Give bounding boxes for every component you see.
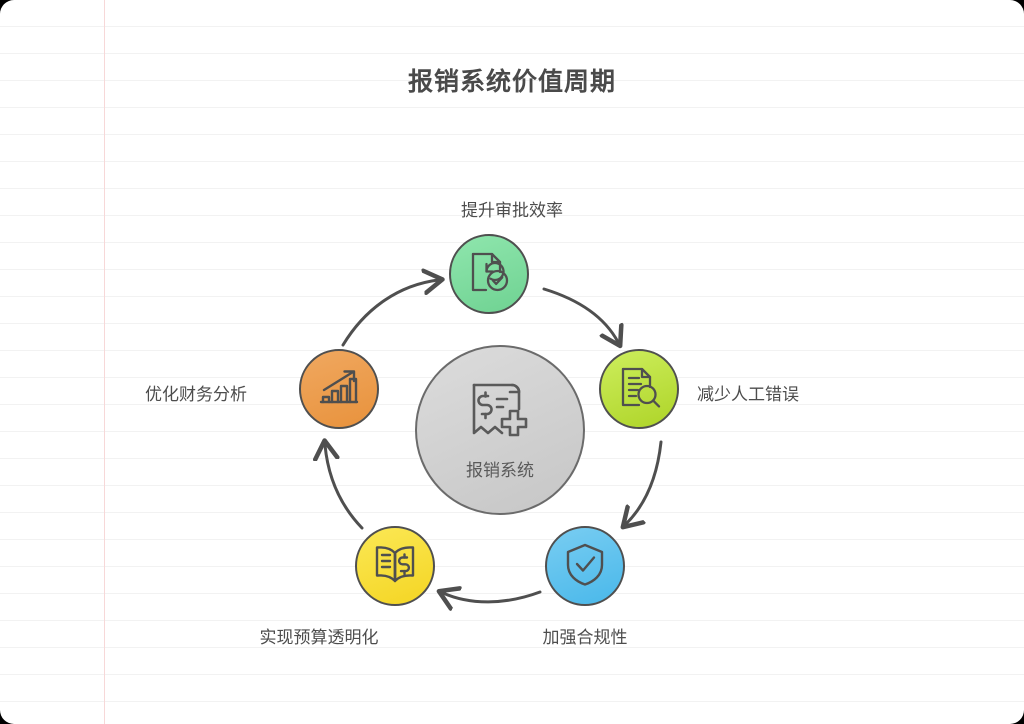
bar-chart-growth-icon (316, 365, 362, 414)
document-search-icon (616, 364, 662, 415)
open-book-dollar-icon (372, 542, 418, 591)
node-budget-transparency[interactable] (355, 526, 435, 606)
arrow-top-to-right (542, 287, 618, 342)
center-node-label: 报销系统 (466, 461, 534, 480)
node-strengthen-compliance[interactable] (545, 526, 625, 606)
node-optimize-financial-analysis[interactable] (299, 349, 379, 429)
node-label-optimize-financial-analysis: 优化财务分析 (145, 385, 247, 404)
center-node[interactable]: 报销系统 (415, 345, 585, 515)
document-clock-check-icon (466, 249, 512, 300)
node-label-budget-transparency: 实现预算透明化 (259, 628, 379, 647)
node-reduce-manual-errors[interactable] (599, 349, 679, 429)
arrow-right-to-bottom-right (626, 440, 663, 524)
page-title: 报销系统价值周期 (407, 68, 616, 96)
shield-check-icon (563, 541, 607, 592)
arrow-left-to-top (341, 280, 438, 347)
arrow-bottom-right-to-bottom-left (443, 592, 542, 602)
node-label-improve-approval-efficiency: 提升审批效率 (461, 201, 563, 220)
node-improve-approval-efficiency[interactable] (449, 234, 529, 314)
arrow-bottom-left-to-left (325, 445, 364, 530)
node-label-strengthen-compliance: 加强合规性 (542, 628, 628, 647)
node-label-reduce-manual-errors: 减少人工错误 (697, 385, 799, 404)
notebook-margin-line (104, 0, 105, 724)
receipt-dollar-cross-icon (466, 379, 534, 446)
